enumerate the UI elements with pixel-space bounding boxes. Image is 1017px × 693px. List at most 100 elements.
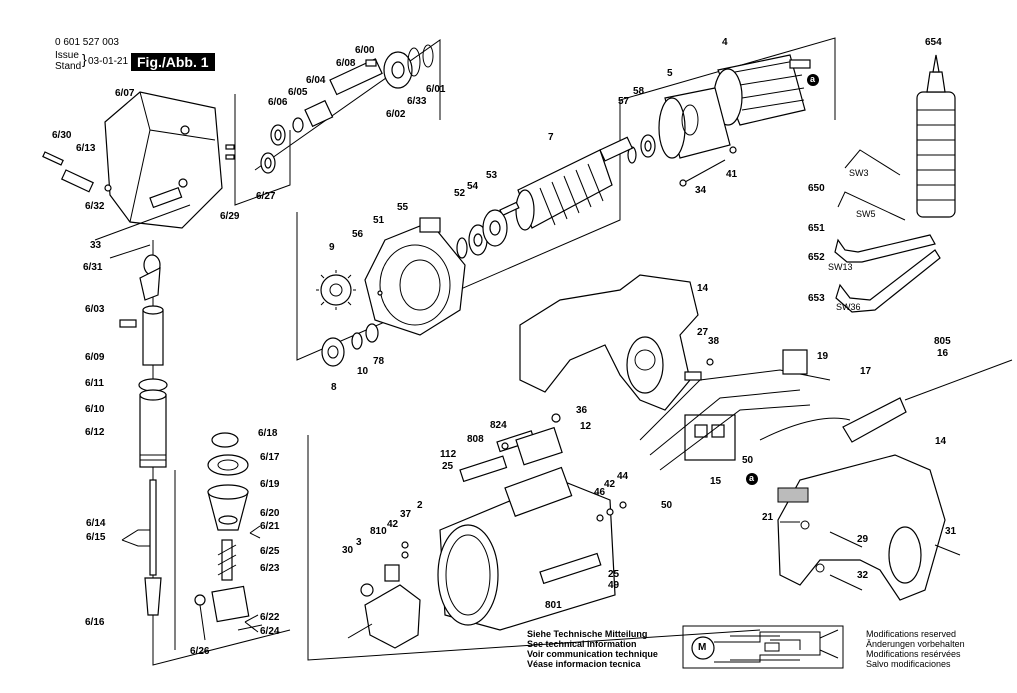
part-label: 37 — [400, 509, 412, 520]
part-label: 6/13 — [76, 143, 96, 154]
pin-6-29 — [225, 144, 235, 150]
label-25-49 — [539, 552, 602, 585]
washer-52 — [456, 237, 468, 259]
pinion-8 — [321, 337, 345, 367]
handle-14-top — [519, 274, 699, 411]
part-label: 30 — [342, 545, 354, 556]
part-label: 6/26 — [190, 646, 210, 657]
part-label: 6/09 — [85, 352, 105, 363]
part-label: 58 — [633, 86, 645, 97]
circlip-6-01 — [422, 44, 434, 68]
part-label: 14 — [697, 283, 709, 294]
screw-6-26 — [194, 594, 206, 606]
frame-gearhead-bearings — [234, 94, 291, 206]
part-label: 41 — [726, 169, 738, 180]
part-label: 6/03 — [85, 304, 105, 315]
marker-a-label: a — [749, 473, 755, 483]
part-label: 31 — [945, 526, 957, 537]
part-label: SW36 — [836, 302, 861, 312]
part-label: 6/14 — [86, 518, 106, 529]
part-label: 6/01 — [426, 84, 446, 95]
part-label: 52 — [454, 188, 466, 199]
issue-date: 03-01-21 — [88, 56, 129, 67]
key-6-00 — [365, 59, 377, 67]
part-label: 10 — [357, 366, 369, 377]
technical-note-es: Véase informacion tecnica — [527, 659, 641, 669]
wrench-sw36 — [835, 249, 941, 313]
part-label: 54 — [467, 181, 479, 192]
screw-38 — [706, 358, 714, 366]
part-label: 650 — [808, 183, 825, 194]
part-label: 6/07 — [115, 88, 135, 99]
cover-12 — [515, 426, 563, 466]
part-label: 6/05 — [288, 87, 308, 98]
hex-key-sw3 — [844, 149, 901, 176]
switch-15 — [684, 414, 736, 461]
part-label: 17 — [860, 366, 872, 377]
hex-key-sw5 — [837, 191, 906, 221]
part-label: 38 — [708, 336, 720, 347]
part-label: 6/22 — [260, 612, 280, 623]
part-label: 112 — [440, 449, 457, 460]
part-label: 6/08 — [336, 58, 356, 69]
part-label: 6/33 — [407, 96, 427, 107]
part-label: 78 — [373, 356, 385, 367]
part-label: 652 — [808, 252, 825, 263]
part-label: 653 — [808, 293, 825, 304]
part-label: 36 — [576, 405, 588, 416]
frame-shaft-group — [254, 39, 441, 171]
part-label: 4 — [722, 37, 728, 48]
part-label: 3 — [356, 537, 362, 548]
part-label: 6/21 — [260, 521, 280, 532]
part-label: 7 — [548, 132, 554, 143]
part-label: 21 — [762, 512, 774, 523]
part-label: 6/25 — [260, 546, 280, 557]
switch-27 — [684, 371, 702, 381]
part-label: 6/15 — [86, 532, 106, 543]
part-label: 2 — [417, 500, 423, 511]
grease-tube-654 — [916, 54, 956, 218]
frame-housing-group — [307, 435, 761, 661]
part-label: 33 — [90, 240, 102, 251]
part-6-13 — [60, 169, 94, 193]
part-label: 6/24 — [260, 626, 280, 637]
ring-6-20 — [218, 515, 238, 525]
marker-a-2 — [746, 473, 758, 485]
capacitor-19 — [782, 349, 808, 375]
part-label: 6/18 — [258, 428, 278, 439]
part-label: 32 — [857, 570, 869, 581]
marker-a-label: a — [810, 74, 816, 84]
part-label: 824 — [490, 420, 507, 431]
part-label: 6/16 — [85, 617, 105, 628]
part-label: 42 — [387, 519, 399, 530]
part-label: 16 — [937, 348, 949, 359]
part-label: 44 — [617, 471, 629, 482]
part-label: 29 — [857, 534, 869, 545]
part-label: 6/04 — [306, 75, 326, 86]
part-label: 6/06 — [268, 97, 288, 108]
part-label: 6/31 — [83, 262, 103, 273]
figure-label: Fig./Abb. 1 — [131, 53, 215, 71]
pin-6-14 — [149, 479, 157, 576]
modifications-en: Modifications reserved — [866, 629, 957, 639]
cord-16 — [904, 359, 1013, 401]
gear-9 — [316, 270, 356, 310]
strain-relief-17 — [842, 397, 907, 443]
punch-6-16 — [144, 577, 162, 616]
part-label: 8 — [331, 382, 337, 393]
part-label: 6/00 — [355, 45, 375, 56]
ring-6-18 — [211, 432, 239, 448]
motor-symbol-label: M — [698, 642, 707, 653]
ring-6-05 — [292, 117, 304, 133]
wrench-sw13 — [834, 234, 936, 263]
part-label: 808 — [467, 434, 484, 445]
part-label: SW13 — [828, 262, 853, 272]
part-label: 810 — [370, 526, 387, 537]
bearing-6-04 — [304, 99, 334, 128]
part-label: 50 — [742, 455, 754, 466]
washer-10 — [351, 332, 363, 350]
part-824 — [501, 442, 509, 450]
part-label: 5 — [667, 68, 673, 79]
tube-6-12 — [139, 394, 167, 468]
